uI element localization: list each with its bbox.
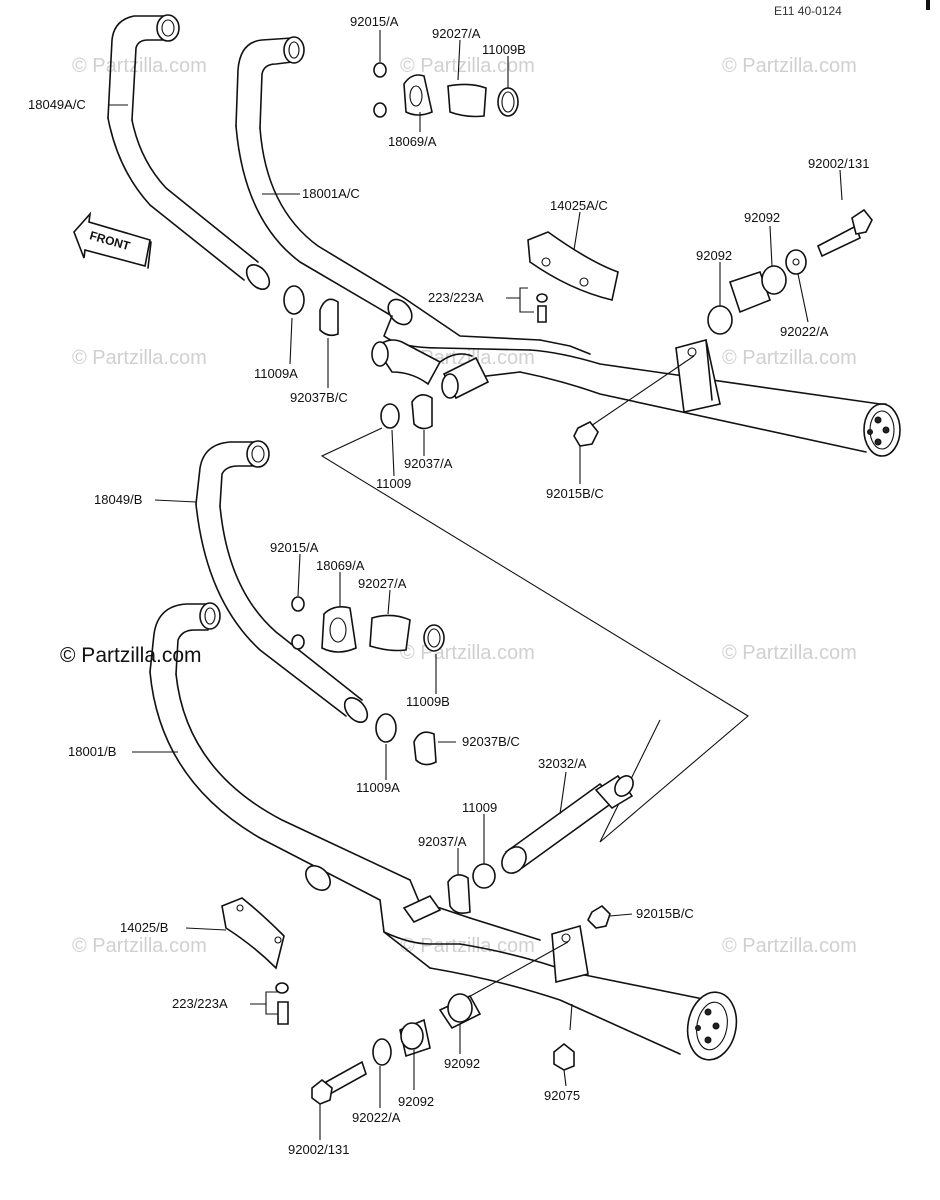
clamps-bottom bbox=[375, 713, 496, 914]
label-32032A[interactable]: 32032/A bbox=[538, 756, 587, 771]
connector-pipe-top bbox=[371, 339, 473, 386]
front-arrow-icon: FRONT bbox=[73, 211, 152, 269]
label-92092-top1[interactable]: 92092 bbox=[744, 210, 780, 225]
bracket-top bbox=[675, 339, 721, 413]
bracket-bottom bbox=[551, 924, 589, 984]
label-92002-131-bot[interactable]: 92002/131 bbox=[288, 1142, 349, 1157]
pipe-piece-top bbox=[441, 356, 490, 400]
label-92037A-top[interactable]: 92037/A bbox=[404, 456, 453, 471]
label-18049AC[interactable]: 18049A/C bbox=[28, 97, 86, 112]
small-parts-bottom bbox=[291, 596, 445, 653]
label-14025AC[interactable]: 14025A/C bbox=[550, 198, 608, 213]
label-92037BC-top[interactable]: 92037B/C bbox=[290, 390, 348, 405]
label-92015BC-top[interactable]: 92015B/C bbox=[546, 486, 604, 501]
label-11009A-bot[interactable]: 11009A bbox=[356, 780, 400, 795]
label-92022A-bot[interactable]: 92022/A bbox=[352, 1110, 401, 1125]
label-223-223A-top[interactable]: 223/223A bbox=[428, 290, 484, 305]
label-92022A-top[interactable]: 92022/A bbox=[780, 324, 829, 339]
leader-line bbox=[587, 355, 695, 429]
label-92027A-bot[interactable]: 92027/A bbox=[358, 576, 407, 591]
watermark: © Partzilla.com bbox=[722, 347, 857, 369]
label-92015A-bot[interactable]: 92015/A bbox=[270, 540, 319, 555]
clamps-top bbox=[283, 285, 599, 447]
exhaust-pipe-18049AC bbox=[107, 14, 271, 290]
label-11009B-top[interactable]: 11009B bbox=[482, 42, 526, 57]
label-92092-bot1[interactable]: 92092 bbox=[444, 1056, 480, 1071]
label-18001B[interactable]: 18001/B bbox=[68, 744, 116, 759]
mount-parts-top bbox=[536, 208, 873, 335]
pipe-32032A bbox=[501, 774, 634, 874]
label-14025B[interactable]: 14025/B bbox=[120, 920, 168, 935]
watermark: © Partzilla.com bbox=[722, 642, 857, 664]
assembly-connector-line bbox=[320, 427, 749, 843]
part-labels: 18049A/C 92015/A 92027/A 11009B 18069/A … bbox=[28, 14, 869, 1157]
label-11009-bot[interactable]: 11009 bbox=[462, 800, 497, 815]
label-18001AC[interactable]: 18001A/C bbox=[302, 186, 360, 201]
heat-shield-14025AC bbox=[527, 231, 619, 301]
watermark: © Partzilla.com bbox=[400, 642, 535, 664]
mount-parts-bottom bbox=[275, 904, 611, 1105]
diagram-code: E11 40-0124 bbox=[774, 4, 842, 18]
label-92015BC-bot[interactable]: 92015B/C bbox=[636, 906, 694, 921]
exhaust-pipe-18001AC bbox=[235, 36, 541, 351]
corner-mark bbox=[926, 0, 930, 10]
label-92092-bot2[interactable]: 92092 bbox=[398, 1094, 434, 1109]
watermark: © Partzilla.com bbox=[722, 935, 857, 957]
label-18069A-bot[interactable]: 18069/A bbox=[316, 558, 365, 573]
label-92092-top2[interactable]: 92092 bbox=[696, 248, 732, 263]
label-11009A-top[interactable]: 11009A bbox=[254, 366, 298, 381]
exhaust-pipe-18049B bbox=[195, 440, 369, 723]
label-223-223A-bot[interactable]: 223/223A bbox=[172, 996, 228, 1011]
label-18069A-top[interactable]: 18069/A bbox=[388, 134, 437, 149]
label-92037A-bot[interactable]: 92037/A bbox=[418, 834, 467, 849]
watermark: © Partzilla.com bbox=[72, 347, 207, 369]
label-92002-131-top[interactable]: 92002/131 bbox=[808, 156, 869, 171]
small-parts-top bbox=[373, 62, 519, 118]
watermark-main: © Partzilla.com bbox=[60, 644, 202, 667]
watermark: © Partzilla.com bbox=[72, 935, 207, 957]
watermark: © Partzilla.com bbox=[722, 55, 857, 77]
label-92015A-top[interactable]: 92015/A bbox=[350, 14, 399, 29]
label-11009B-bot[interactable]: 11009B bbox=[406, 694, 450, 709]
label-11009-top[interactable]: 11009 bbox=[376, 476, 411, 491]
heat-shield-14025B bbox=[221, 897, 285, 970]
label-92037BC-bot[interactable]: 92037B/C bbox=[462, 734, 520, 749]
label-92075[interactable]: 92075 bbox=[544, 1088, 580, 1103]
label-18049B[interactable]: 18049/B bbox=[94, 492, 142, 507]
watermark: © Partzilla.com bbox=[72, 55, 207, 77]
muffler-top bbox=[469, 339, 901, 457]
leader-lines bbox=[108, 30, 843, 1140]
watermark: © Partzilla.com bbox=[400, 55, 535, 77]
label-92027A-top[interactable]: 92027/A bbox=[432, 26, 481, 41]
